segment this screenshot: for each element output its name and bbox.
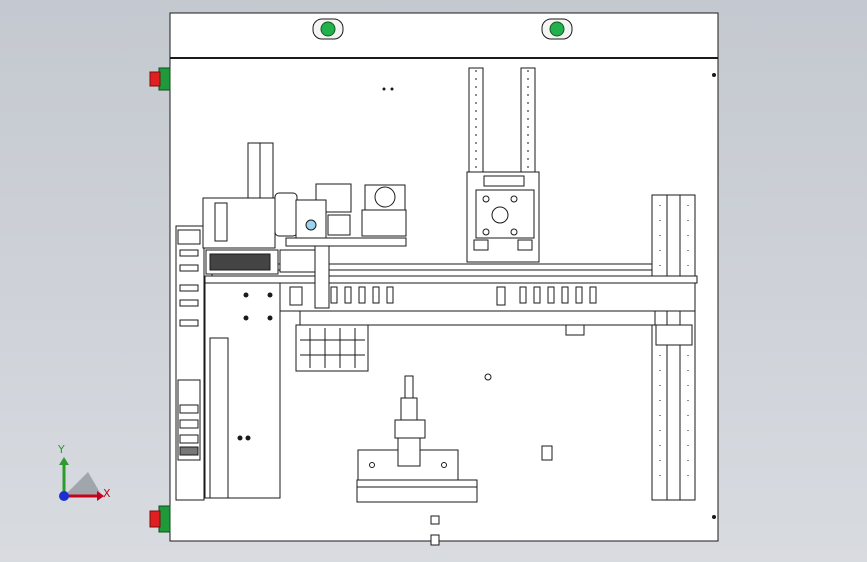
top-status-light-left xyxy=(312,18,344,40)
right-vertical-column xyxy=(651,194,696,501)
triad-y-arrow-icon xyxy=(59,457,69,465)
triad-x-arrow-icon xyxy=(97,491,104,501)
side-hinge-top xyxy=(149,67,171,91)
floating-fastener xyxy=(484,373,492,381)
bottom-connector xyxy=(430,515,440,546)
cabinet-top-panel xyxy=(169,12,719,59)
pick-head-right-motor xyxy=(361,184,407,237)
pick-head-left xyxy=(279,183,407,309)
coordinate-triad xyxy=(59,457,104,501)
press-fixture xyxy=(356,375,478,503)
servo-motor xyxy=(202,142,298,275)
triad-z-origin xyxy=(59,491,69,501)
gantry-slots-right xyxy=(519,286,597,304)
triad-y-label: Y xyxy=(58,443,65,456)
parts-tray xyxy=(295,324,369,372)
top-status-light-right xyxy=(541,18,573,40)
gantry-slots-left xyxy=(330,286,394,304)
gripper-assembly xyxy=(466,171,540,263)
left-vertical-column xyxy=(175,225,205,501)
sensor-block xyxy=(541,445,553,461)
side-hinge-bottom xyxy=(149,505,171,533)
left-base-plate xyxy=(204,282,281,499)
triad-x-label: X xyxy=(103,487,111,500)
triad-xy-plane xyxy=(64,472,102,496)
vertical-lift-rails xyxy=(468,67,536,179)
